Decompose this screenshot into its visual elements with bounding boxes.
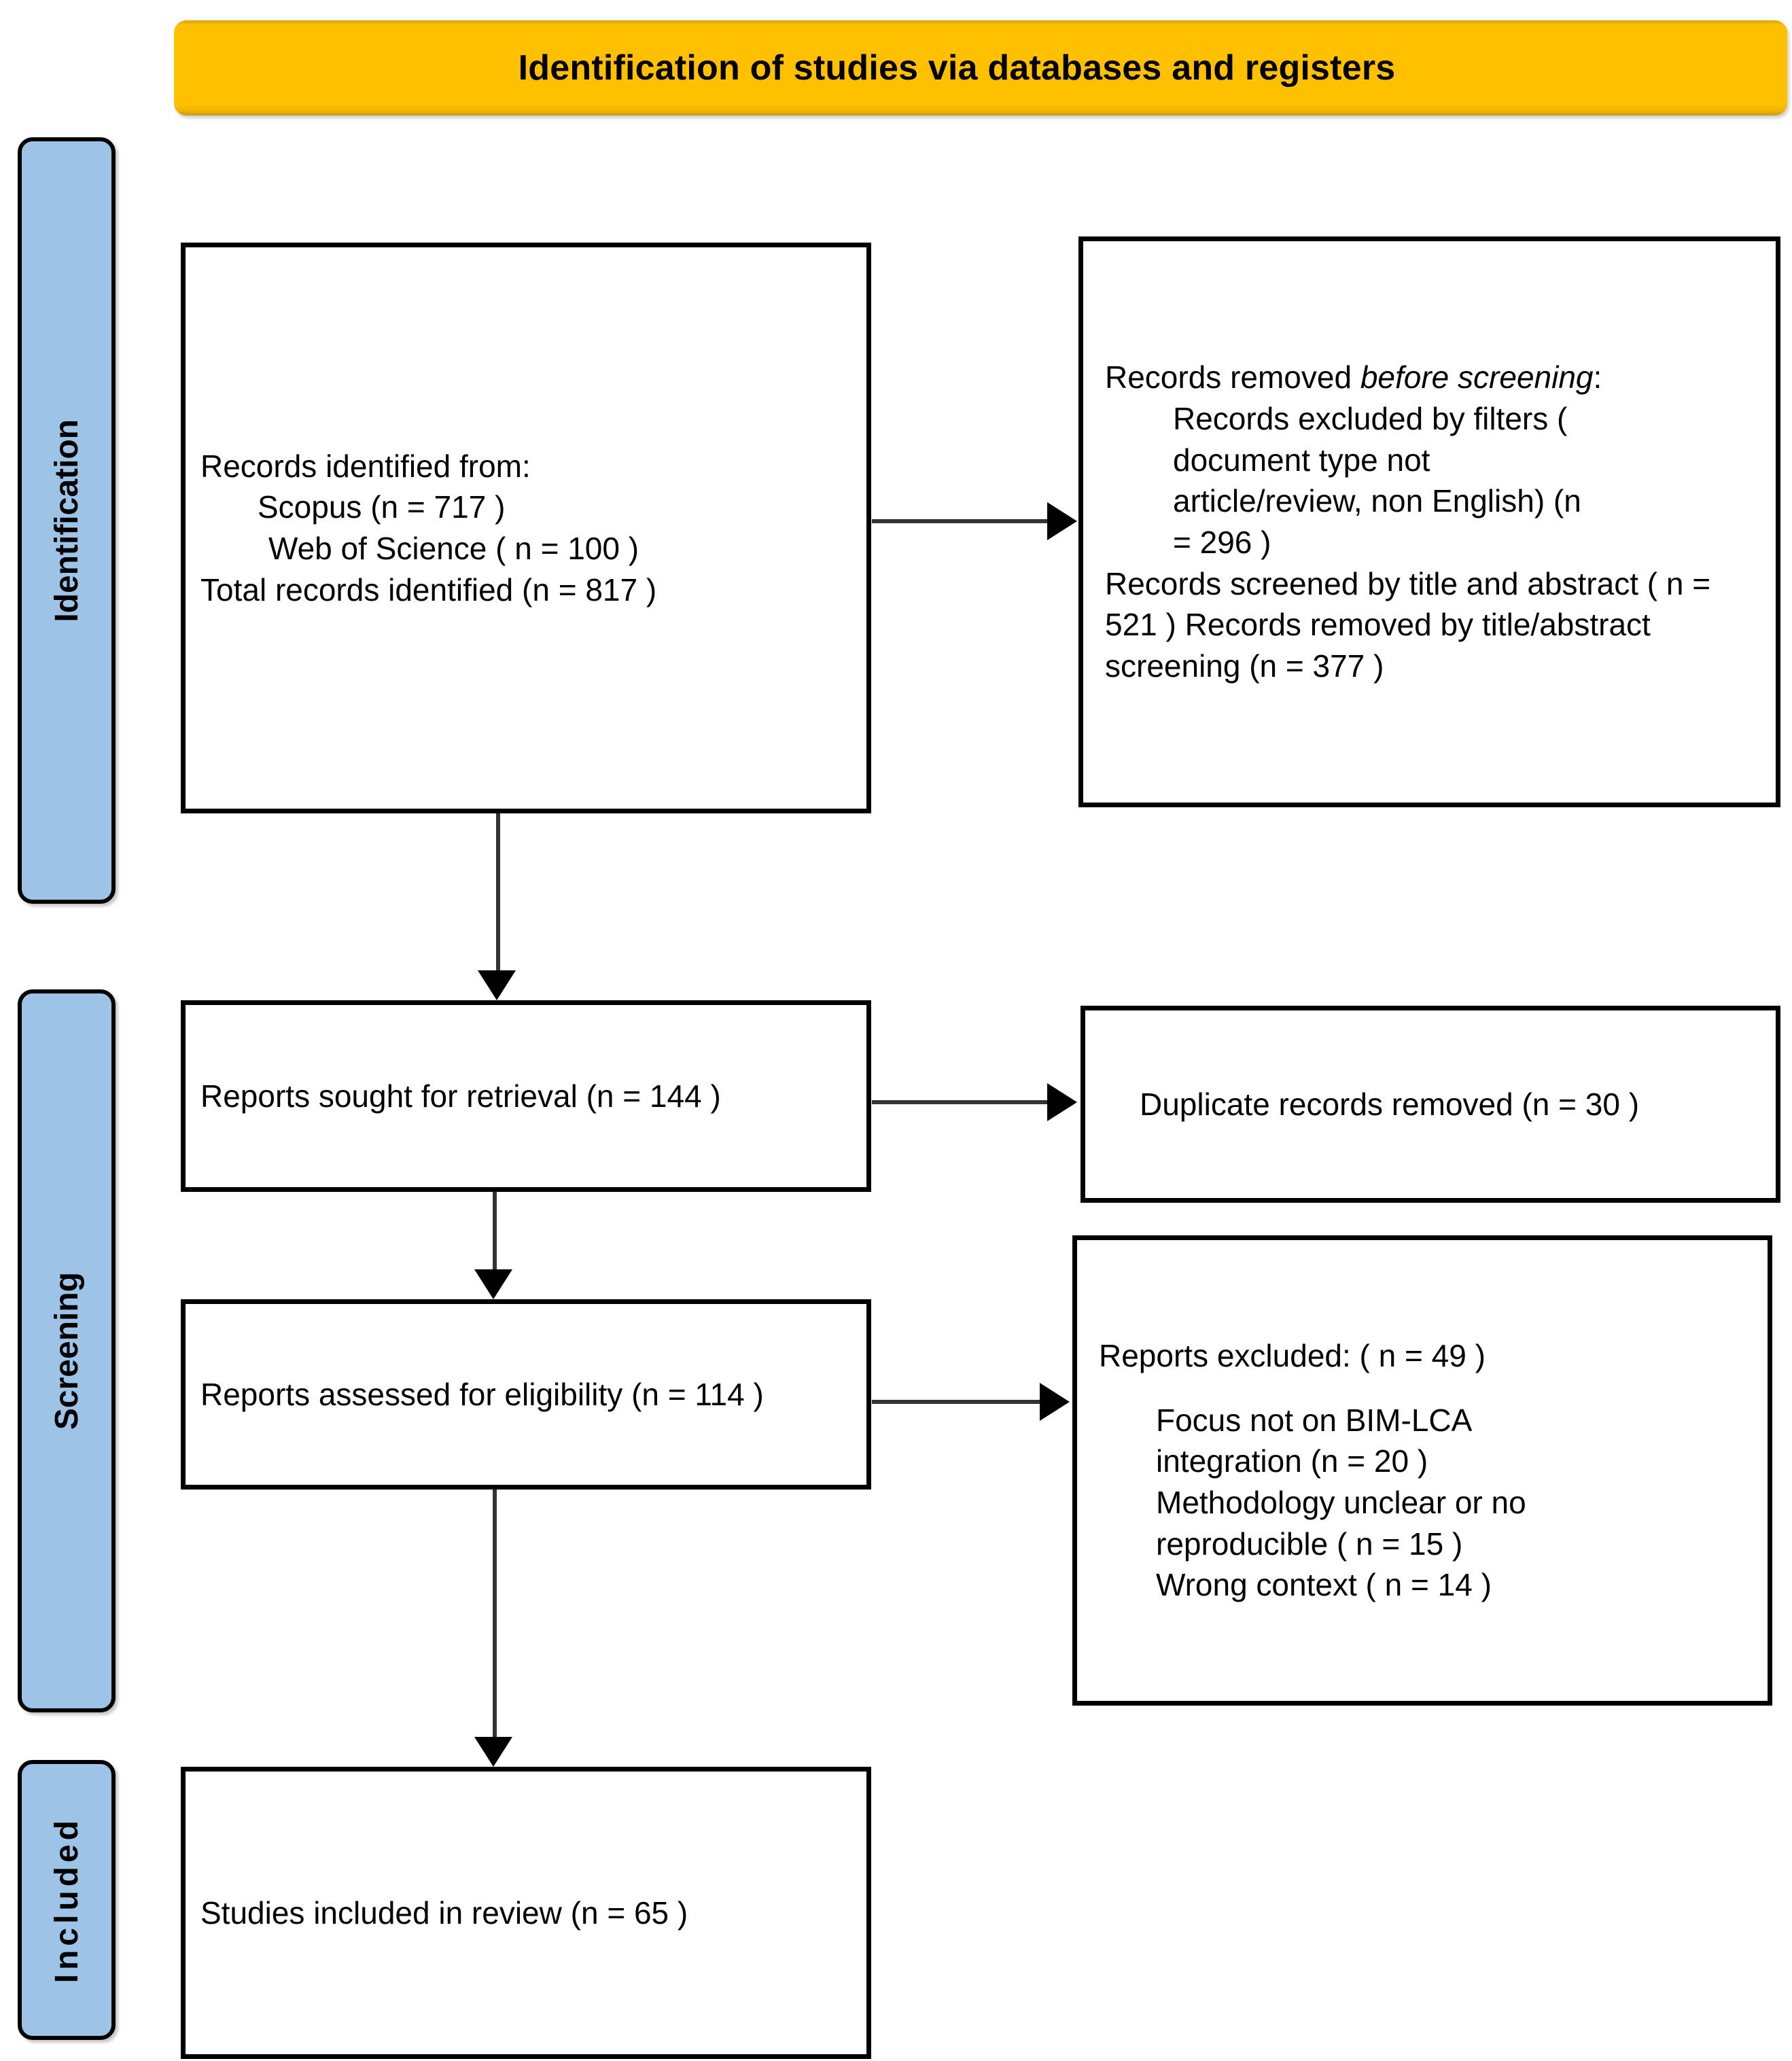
box-duplicate-records-text: Duplicate records removed (n = 30 ) <box>1085 1084 1776 1125</box>
reports-excluded-reason-1b: integration (n = 20 ) <box>1156 1443 1428 1479</box>
reports-assessed-line-1: Reports assessed for eligibility <box>200 1376 623 1412</box>
reports-excluded-spacer <box>1099 1377 1753 1400</box>
removed-before-heading-colon: : <box>1593 359 1602 395</box>
arrow-down-icon-assessed-to-included <box>474 1737 512 1767</box>
page-title: Identification of studies via databases … <box>518 48 1396 88</box>
studies-included-line-2: (n = 65 ) <box>570 1895 688 1931</box>
box-reports-excluded: Reports excluded: ( n = 49 ) Focus not o… <box>1072 1235 1772 1706</box>
duplicates-line-1: Duplicate records removed <box>1140 1086 1513 1122</box>
records-identified-line-2: Scopus (n = 717 ) <box>258 489 506 525</box>
removed-before-sub-3: article/review, non English) (n <box>1173 483 1581 519</box>
box-reports-assessed-text: Reports assessed for eligibility (n = 11… <box>186 1374 866 1415</box>
removed-before-sub-1: Records excluded by filters ( <box>1173 400 1568 436</box>
box-records-removed-before-screening: Records removed before screening: Record… <box>1078 236 1780 807</box>
removed-before-line-2a: Records screened by title and <box>1105 565 1519 601</box>
diagram-header-bar: Identification of studies via databases … <box>174 20 1787 116</box>
stage-bar-identification: Identification <box>18 137 116 904</box>
connector-sought-to-assessed <box>493 1192 497 1275</box>
reports-excluded-reason-2b: reproducible ( n = 15 ) <box>1156 1526 1463 1562</box>
duplicates-line-2: (n = 30 ) <box>1522 1086 1640 1122</box>
removed-before-sub-4: = 296 ) <box>1173 525 1271 560</box>
connector-assessed-to-included <box>493 1490 497 1742</box>
stage-bar-included: Included <box>18 1760 116 2040</box>
box-reports-sought-text: Reports sought for retrieval (n = 144 ) <box>186 1076 866 1117</box>
connector-identified-to-sought <box>496 813 500 976</box>
stage-label-screening: Screening <box>48 1271 85 1430</box>
box-reports-sought-for-retrieval: Reports sought for retrieval (n = 144 ) <box>181 1000 871 1192</box>
arrow-right-icon-sought-to-duplicates <box>1047 1083 1077 1121</box>
box-studies-included-text: Studies included in review (n = 65 ) <box>186 1892 866 1934</box>
arrow-right-icon-assessed-to-excluded <box>1040 1383 1070 1421</box>
removed-before-heading: Records removed before <box>1105 359 1449 395</box>
removed-before-heading-plain: Records removed <box>1105 359 1360 395</box>
connector-identified-to-removed-before <box>872 519 1050 523</box>
removed-before-line-3b: title/abstract screening (n = 377 ) <box>1105 607 1651 684</box>
connector-sought-to-duplicates <box>872 1100 1050 1104</box>
arrow-down-icon-sought-to-assessed <box>474 1269 512 1299</box>
box-records-identified: Records identified from: Scopus (n = 717… <box>181 243 871 813</box>
removed-before-line-3a: Records removed by <box>1184 607 1474 643</box>
box-studies-included-in-review: Studies included in review (n = 65 ) <box>181 1767 871 2059</box>
removed-before-heading-italic-a: before <box>1360 359 1450 395</box>
reports-excluded-reason-3: Wrong context ( n = 14 ) <box>1156 1567 1492 1603</box>
reports-excluded-line-1: Reports excluded: ( n = 49 ) <box>1099 1337 1486 1373</box>
removed-before-heading-italic-b: screening <box>1458 359 1594 395</box>
records-identified-line-4: Total records identified (n = 817 ) <box>200 571 657 607</box>
stage-bar-screening: Screening <box>18 989 116 1712</box>
box-duplicate-records-removed: Duplicate records removed (n = 30 ) <box>1081 1006 1780 1203</box>
stage-label-included: Included <box>48 1816 85 1984</box>
stage-label-identification: Identification <box>48 419 85 622</box>
box-records-identified-text: Records identified from: Scopus (n = 717… <box>186 446 866 611</box>
records-identified-line-1: Records identified from: <box>200 448 531 484</box>
reports-excluded-reason-2a: Methodology unclear or no <box>1156 1485 1526 1520</box>
removed-before-sub-2: document type not <box>1173 442 1430 478</box>
reports-sought-line-2: (n = 144 ) <box>586 1078 721 1114</box>
connector-assessed-to-excluded <box>872 1400 1042 1404</box>
removed-before-heading-2: screening: <box>1458 359 1602 395</box>
reports-sought-line-1: Reports sought for retrieval <box>200 1078 578 1114</box>
box-reports-assessed-for-eligibility: Reports assessed for eligibility (n = 11… <box>181 1299 871 1490</box>
arrow-down-icon-identified-to-sought <box>478 970 516 1000</box>
records-identified-line-3: Web of Science ( n = 100 ) <box>268 531 639 566</box>
box-reports-excluded-text: Reports excluded: ( n = 49 ) Focus not o… <box>1077 1335 1768 1606</box>
arrow-right-icon-identified-to-removed-before <box>1047 502 1077 540</box>
reports-assessed-line-2: (n = 114 ) <box>631 1376 764 1412</box>
box-records-removed-before-screening-text: Records removed before screening: Record… <box>1083 357 1776 687</box>
reports-excluded-reason-1a: Focus not on BIM-LCA <box>1156 1402 1473 1438</box>
removed-before-line-2b: abstract ( n = 521 ) <box>1105 565 1711 643</box>
studies-included-line-1: Studies included in review <box>200 1895 562 1931</box>
